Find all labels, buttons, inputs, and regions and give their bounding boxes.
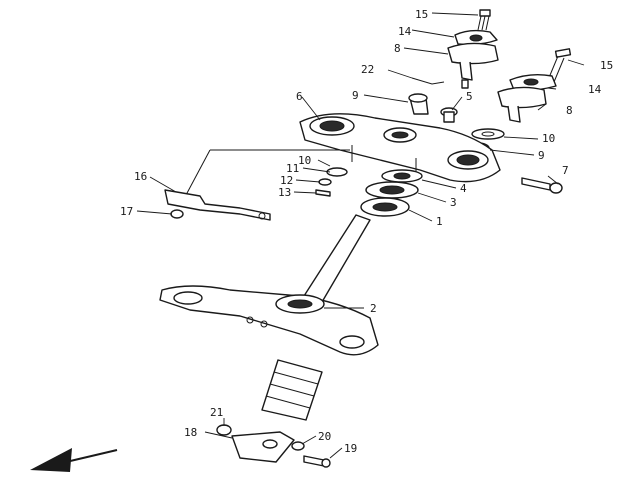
callout-17: 17: [120, 205, 133, 218]
part-18-lower-bracket: [231, 431, 295, 463]
part-10-washer-right: [471, 128, 505, 140]
callout-15-upper: 15: [415, 8, 428, 21]
callout-3: 3: [450, 196, 457, 209]
part-15-bolt-right: [547, 48, 572, 83]
callout-8-upper: 8: [394, 42, 401, 55]
part-3-ring-nut: [365, 181, 419, 199]
part-7-bolt: [521, 177, 563, 194]
callout-7: 7: [562, 164, 569, 177]
callout-14-upper: 14: [398, 25, 412, 38]
callout-5: 5: [466, 90, 473, 103]
part-6-upper-bracket: [299, 113, 501, 183]
part-14-cap-right: [509, 73, 557, 92]
callout-9-collar: 9: [352, 89, 359, 102]
callout-18: 18: [184, 426, 197, 439]
callout-21: 21: [210, 406, 223, 419]
callout-14-right: 14: [588, 83, 602, 96]
part-2-steering-stem: [159, 214, 379, 356]
part-8-holder-right: [497, 86, 547, 123]
part-16-cable-guide: [164, 149, 350, 221]
part-13-bolt: [315, 189, 331, 197]
part-17-screw: [170, 209, 184, 219]
part-21-nut: [216, 424, 232, 436]
callout-9-right: 9: [538, 149, 545, 162]
callout-22: 22: [361, 63, 374, 76]
callout-10-left: 10: [298, 154, 311, 167]
callout-6: 6: [296, 90, 303, 103]
callout-15-right: 15: [600, 59, 613, 72]
callout-13: 13: [278, 186, 291, 199]
part-9-collar: [408, 93, 429, 115]
callout-16: 16: [134, 170, 147, 183]
part-19-bolt: [303, 455, 331, 468]
callout-2: 2: [370, 302, 377, 315]
callout-12: 12: [280, 174, 293, 187]
part-5-bolt: [440, 107, 458, 123]
lower-tube-boot: [261, 359, 323, 421]
part-12-nut: [318, 178, 332, 186]
front-direction-arrow-icon: [30, 448, 118, 472]
part-14-cap-upper: [454, 29, 498, 46]
callout-1: 1: [436, 215, 443, 228]
callout-labels: 15 14 8 22 9 5 15 14 8 6 10 9 10 11 12 1…: [120, 8, 613, 455]
callout-19: 19: [344, 442, 357, 455]
callout-8-right: 8: [566, 104, 573, 117]
leader-lines: [136, 12, 585, 459]
part-4-washer: [381, 169, 423, 183]
callout-11: 11: [286, 162, 299, 175]
part-15-bolt-upper: [477, 9, 491, 31]
callout-10-right: 10: [542, 132, 555, 145]
callout-20: 20: [318, 430, 331, 443]
callout-4: 4: [460, 182, 467, 195]
part-1-bearing: [360, 197, 410, 217]
part-8-holder-upper: [447, 42, 499, 89]
part-20-washer: [291, 441, 305, 451]
part-22-clip: [411, 77, 445, 85]
